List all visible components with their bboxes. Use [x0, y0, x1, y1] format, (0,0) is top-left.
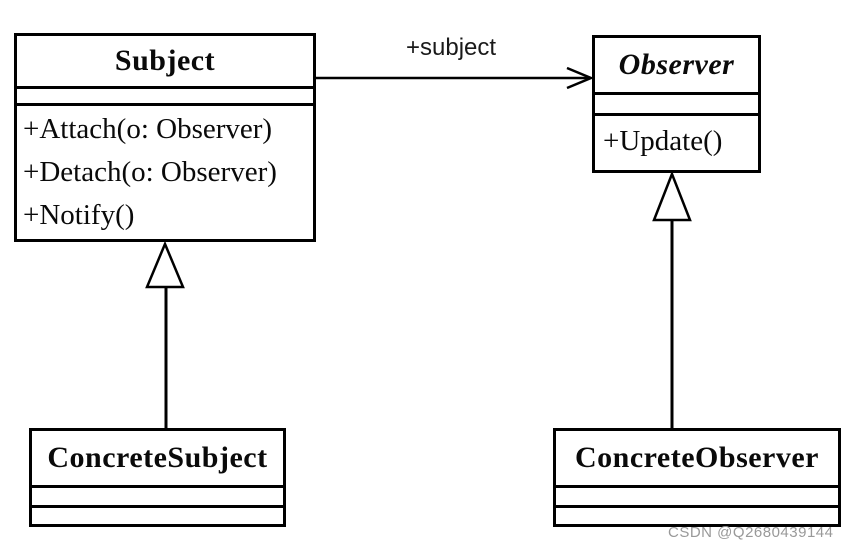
watermark-text: CSDN @Q2680439144 — [668, 524, 834, 541]
concrete-observer-class-box: ConcreteObserver — [553, 428, 841, 527]
hollow-triangle-icon-subject — [145, 240, 185, 289]
observer-class-box: Observer +Update() — [592, 35, 761, 173]
concrete-subject-class-name: ConcreteSubject — [32, 431, 283, 488]
subject-class-name: Subject — [17, 36, 313, 89]
concrete-observer-attributes-compartment — [556, 488, 838, 508]
concrete-observer-operations-compartment — [556, 508, 838, 524]
concrete-observer-class-name: ConcreteObserver — [556, 431, 838, 488]
association-role-label: +subject — [406, 34, 497, 61]
subject-operation-notify: +Notify() — [23, 199, 135, 231]
hollow-triangle-icon-observer — [652, 170, 692, 222]
concrete-subject-attributes-compartment — [32, 488, 283, 508]
open-arrowhead-icon — [566, 66, 595, 90]
observer-operations-compartment: +Update() — [595, 116, 758, 170]
observer-operation-update: +Update() — [603, 125, 723, 157]
subject-operation-detach: +Detach(o: Observer) — [23, 156, 277, 188]
concrete-subject-operations-compartment — [32, 508, 283, 524]
observer-class-name: Observer — [595, 38, 758, 95]
subject-operations-compartment: +Attach(o: Observer) +Detach(o: Observer… — [17, 106, 313, 239]
observer-attributes-compartment — [595, 95, 758, 116]
concrete-subject-class-box: ConcreteSubject — [29, 428, 286, 527]
subject-attributes-compartment — [17, 89, 313, 106]
subject-operation-attach: +Attach(o: Observer) — [23, 113, 273, 145]
subject-class-box: Subject +Attach(o: Observer) +Detach(o: … — [14, 33, 316, 242]
